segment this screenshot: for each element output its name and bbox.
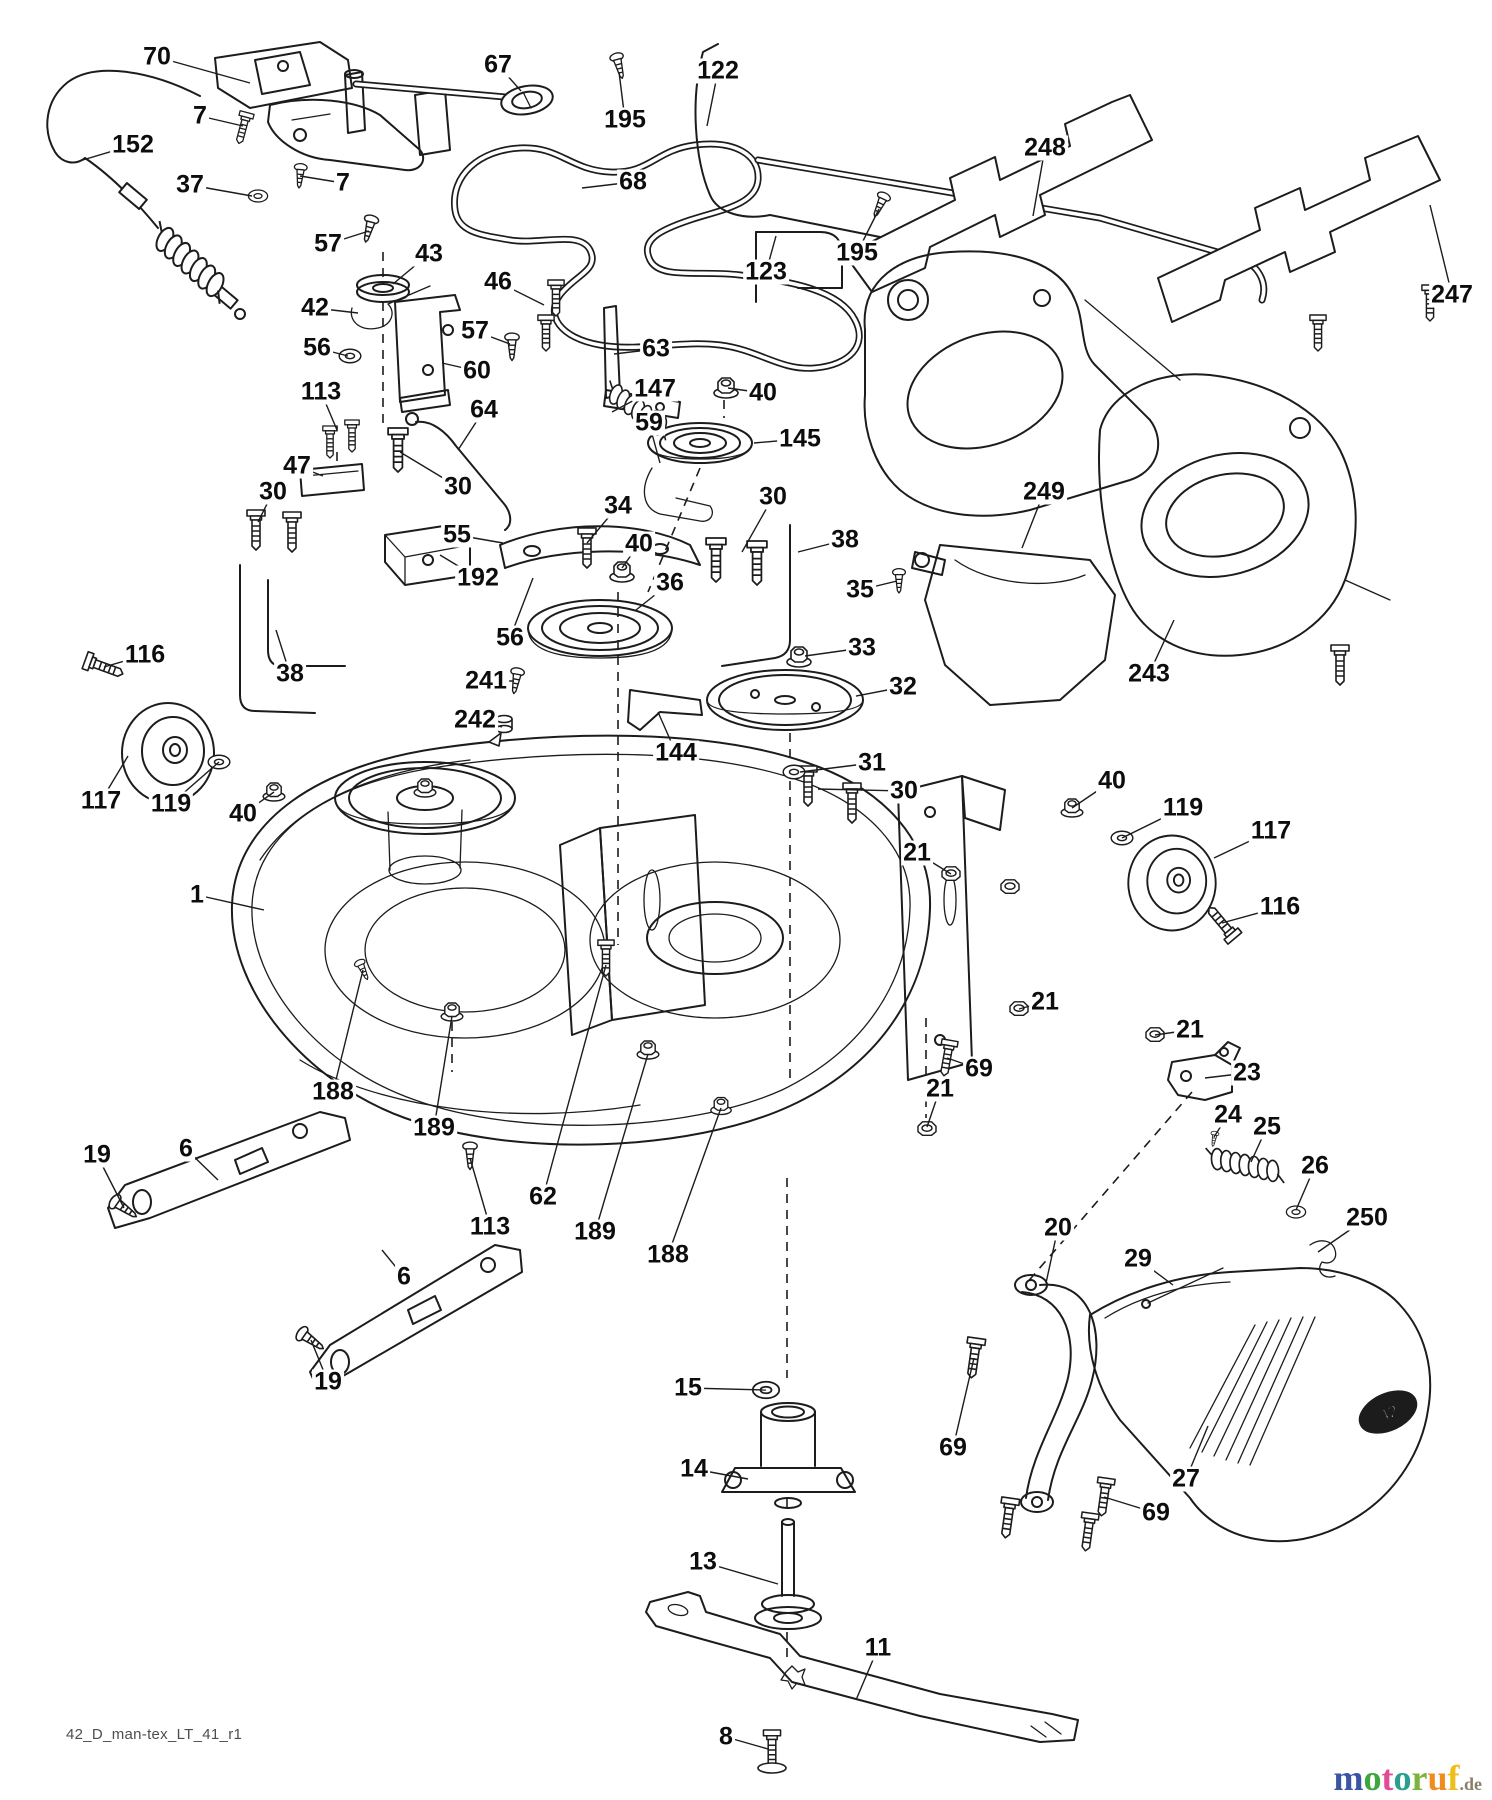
idler-pulleys-and-brackets: [239, 274, 864, 731]
heat-baffles: [844, 94, 1441, 323]
watermark-letter: m: [1333, 1758, 1364, 1798]
assembly-guide-lines: [336, 252, 1193, 1664]
watermark-letter: u: [1427, 1758, 1448, 1798]
suspension-brackets: [107, 1111, 523, 1391]
watermark-letter: t: [1381, 1758, 1394, 1798]
deck-housing: [230, 734, 1006, 1146]
engagement-rod: [352, 80, 554, 116]
watermark-word: motoruf: [1333, 1758, 1459, 1798]
mandrel-covers: [863, 250, 1391, 657]
watermark-letter: o: [1363, 1758, 1382, 1798]
fastener-hardware: [81, 50, 1439, 1774]
watermark-letter: f: [1447, 1758, 1460, 1798]
mower-blade: [645, 1591, 1079, 1743]
watermark-letter: o: [1393, 1758, 1412, 1798]
spindle-assembly: [721, 1402, 856, 1630]
document-id: 42_D_man-tex_LT_41_r1: [66, 1726, 243, 1743]
motoruf-watermark[interactable]: motoruf.de: [1333, 1760, 1482, 1796]
discharge-chute: 42: [1088, 1267, 1432, 1543]
clutch-control-assembly: [214, 41, 451, 172]
watermark-suffix: .de: [1459, 1774, 1483, 1794]
watermark-letter: r: [1411, 1758, 1428, 1798]
chute-bracket: [1014, 1274, 1098, 1513]
discharge-baffle: [911, 544, 1116, 706]
